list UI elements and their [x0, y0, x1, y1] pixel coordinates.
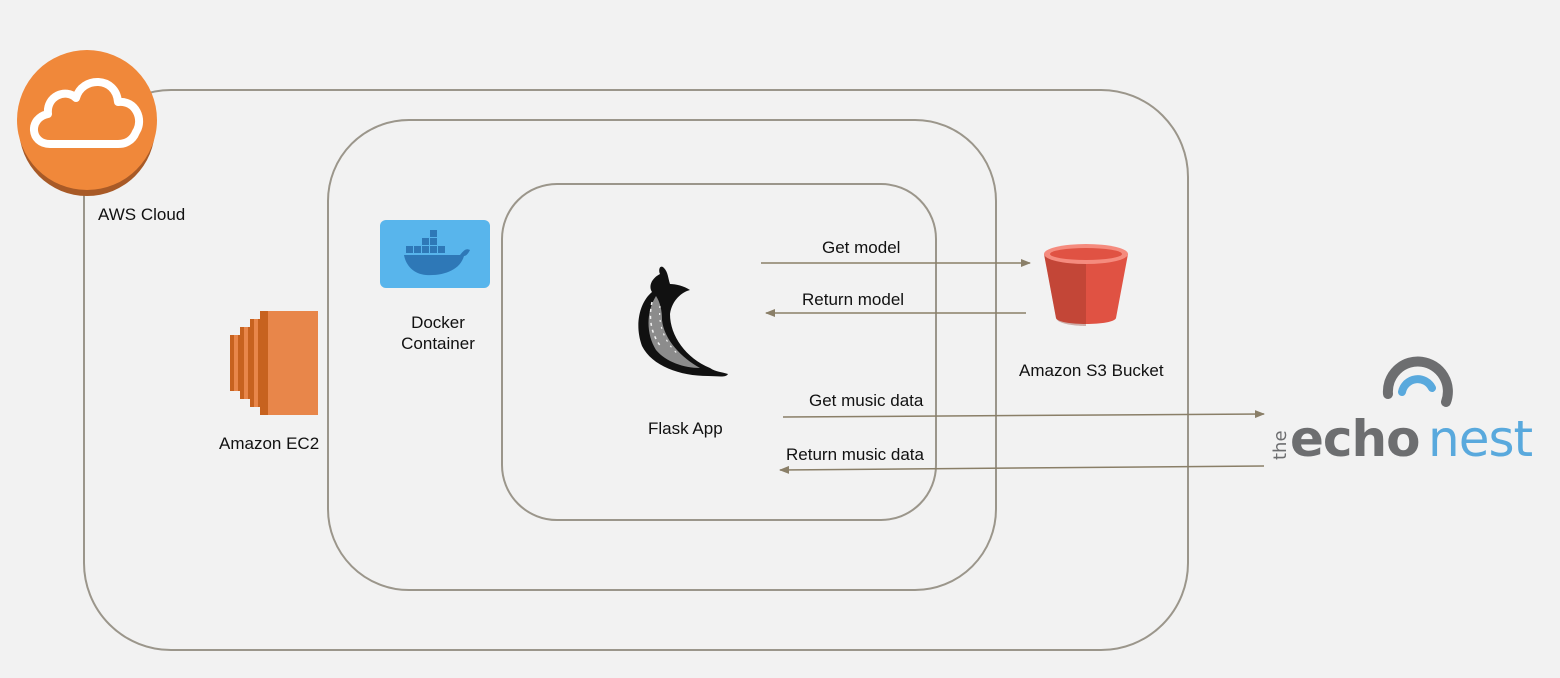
- flask-icon: [638, 266, 728, 377]
- aws-cloud-label: AWS Cloud: [98, 205, 186, 224]
- docker-label-line2: Container: [401, 334, 475, 353]
- echonest-logo: the echo nest: [1270, 356, 1534, 466]
- ec2-icon: [230, 311, 318, 415]
- s3-bucket-label: Amazon S3 Bucket: [1019, 361, 1164, 380]
- svg-text:nest: nest: [1428, 410, 1533, 466]
- docker-label-line1: Docker: [411, 313, 465, 332]
- ec2-label: Amazon EC2: [219, 434, 320, 453]
- get-music-data-arrow: [782, 410, 1265, 419]
- return-music-data-arrow: [779, 465, 1265, 474]
- return-model-label: Return model: [802, 290, 905, 309]
- svg-text:echo: echo: [1290, 410, 1420, 466]
- docker-container-boundary: [501, 183, 937, 521]
- aws-cloud-boundary: [83, 89, 1189, 651]
- aws-cloud-icon: [17, 50, 157, 196]
- get-music-data-label: Get music data: [809, 391, 924, 410]
- svg-text:the: the: [1270, 430, 1291, 460]
- ec2-boundary: [327, 119, 997, 591]
- return-music-data-label: Return music data: [786, 445, 924, 464]
- docker-icon: [380, 220, 490, 288]
- s3-bucket-icon: [1044, 244, 1128, 326]
- flask-app-label: Flask App: [648, 419, 723, 438]
- get-model-label: Get model: [822, 238, 901, 257]
